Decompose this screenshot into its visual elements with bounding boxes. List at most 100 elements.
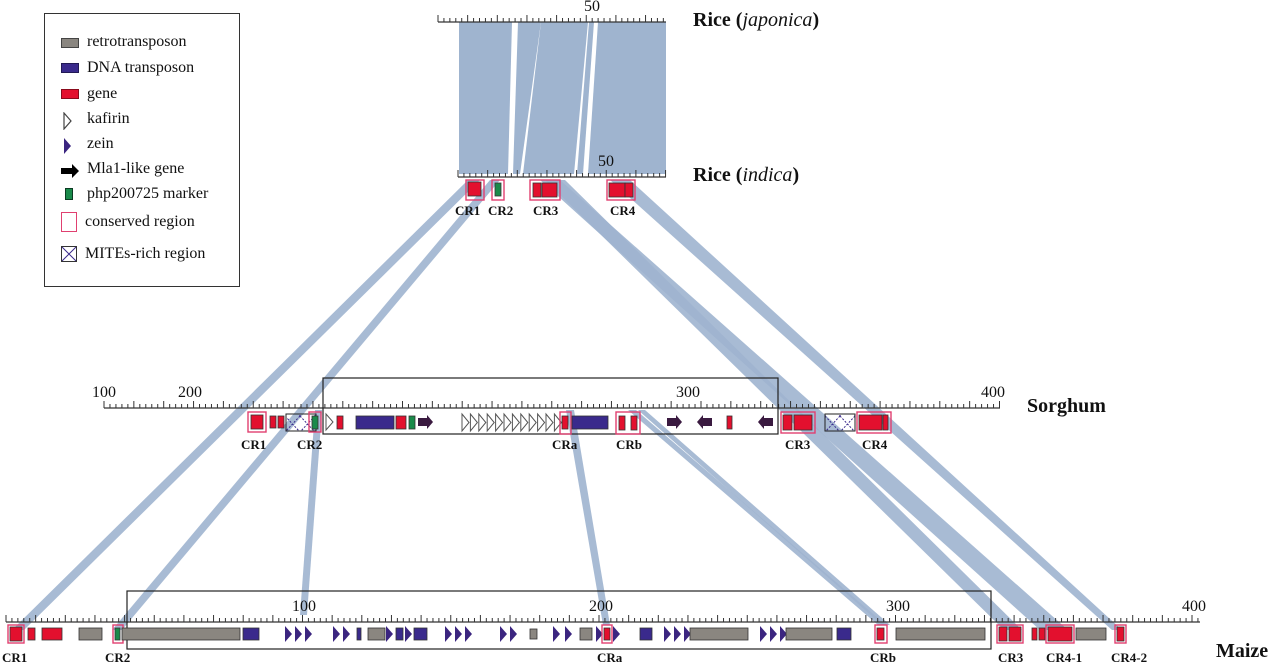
band-cr2-maize [112,180,500,630]
sorghum-cr3-gene-a [782,414,793,431]
dna-transposon [242,627,260,641]
indica-cr3-gene-a [532,182,542,198]
kafirin [495,412,504,433]
band-sorghum-maize-mid [300,410,322,615]
arrow-icon [61,162,79,178]
maize-cr2-marker [114,627,121,641]
sorghum-marker [408,415,416,430]
sorghum-gene [336,415,344,430]
red-box-icon [61,89,79,99]
region-label-maize-cr3: CR3 [998,650,1024,665]
sorghum-cr2 [308,411,322,433]
band-cr3-maize [545,180,1022,630]
tracks [5,15,1200,650]
kafirin [528,412,537,433]
region-label-sorghum-cr2: CR2 [297,437,323,452]
tick-label-sorghum-200: 200 [178,384,202,401]
tick-label-japonica-50: 50 [584,0,600,15]
region-label-sorghum-cr3: CR3 [785,437,811,452]
kafirin [325,412,334,432]
label-sorghum: Sorghum [1027,395,1106,417]
zein [445,626,452,642]
region-label-sorghum-cra: CRa [552,437,578,452]
maize-crb [874,624,888,644]
green-box-icon [65,188,73,200]
sorghum-cr4 [856,411,892,434]
sorghum-cr3-gene-b [793,414,813,431]
band-cr1-maize [12,180,480,630]
region-label-sorghum-cr4: CR4 [862,437,888,452]
maize-cr1 [7,624,25,644]
sorghum-gene [269,415,277,429]
legend: retrotransposon DNA transposon gene kafi… [44,13,240,287]
indica-cr3 [529,179,561,201]
sorghum-mites-1 [285,413,317,432]
retrotransposon [529,628,538,640]
sorghum-gene [726,415,733,430]
legend-item-conserved: conserved region [61,212,195,232]
region-label-sorghum-crb: CRb [616,437,643,452]
zein [596,626,603,642]
legend-item-mla1: Mla1-like gene [61,159,184,179]
zein [684,626,691,642]
band-cra-maize [566,410,610,625]
ruler-maize [5,615,1200,623]
sorghum-cr4-gene-b [882,414,889,431]
dna-transposon [395,627,404,641]
zein [674,626,681,642]
legend-item-mites: MITEs-rich region [61,244,205,264]
ruler-sorghum [103,401,1000,409]
maize-cr4-1 [1045,624,1075,644]
filled-triangle-icon [61,137,79,154]
zein [780,626,787,642]
label-rice-japonica: Rice (japonica) [693,9,820,31]
dna-transposon [836,627,852,641]
sorghum-cr3 [780,411,816,434]
label-rice-indica: Rice (indica) [693,164,800,186]
tick-label-maize-300: 300 [886,598,910,615]
zein [386,626,393,642]
zein [343,626,350,642]
maize-cr4-2-gene [1116,626,1125,642]
retrotransposon [1075,627,1107,641]
band-rice-1 [459,22,512,174]
kafirin [553,412,563,433]
dna-transposon [356,627,362,641]
region-label-maize-cra: CRa [597,650,623,665]
dna-transposon [571,415,609,430]
zein [285,626,292,642]
tick-label-sorghum-100: 100 [92,384,116,401]
sorghum-cr4-gene-a [858,414,883,431]
indica-cr2-marker [494,182,502,197]
mla1-arrow [418,415,433,429]
sorghum-cr2-marker [311,415,319,430]
kafirin [503,412,512,433]
sorghum-crb-gene-a [618,415,626,431]
sorghum-cra [559,411,572,435]
sorghum-cr1-gene [250,414,264,430]
zein [510,626,517,642]
outlined-box-icon [61,212,77,232]
retrotransposon [785,627,833,641]
zein [405,626,412,642]
tick-label-sorghum-400: 400 [981,384,1005,401]
dna-transposon [355,415,395,430]
maize-cr4-1-gene [1047,626,1073,642]
region-label-indica-cr4: CR4 [610,203,636,218]
sorghum-inversion-frame [322,377,779,435]
legend-item-marker: php200725 marker [61,184,208,204]
region-label-maize-crb: CRb [870,650,897,665]
region-label-maize-cr2: CR2 [105,650,131,665]
legend-item-zein: zein [61,134,114,154]
zein [553,626,560,642]
band-rice-3 [523,22,588,174]
band-crb-maize-2 [638,410,890,625]
maize-gene [1038,627,1046,641]
indica-cr1 [465,179,485,201]
zein [613,626,620,642]
crossed-box-icon [61,246,77,262]
zein [500,626,507,642]
retrotransposon [579,627,593,641]
sorghum-cr1 [247,411,267,433]
kafirin [537,412,546,433]
